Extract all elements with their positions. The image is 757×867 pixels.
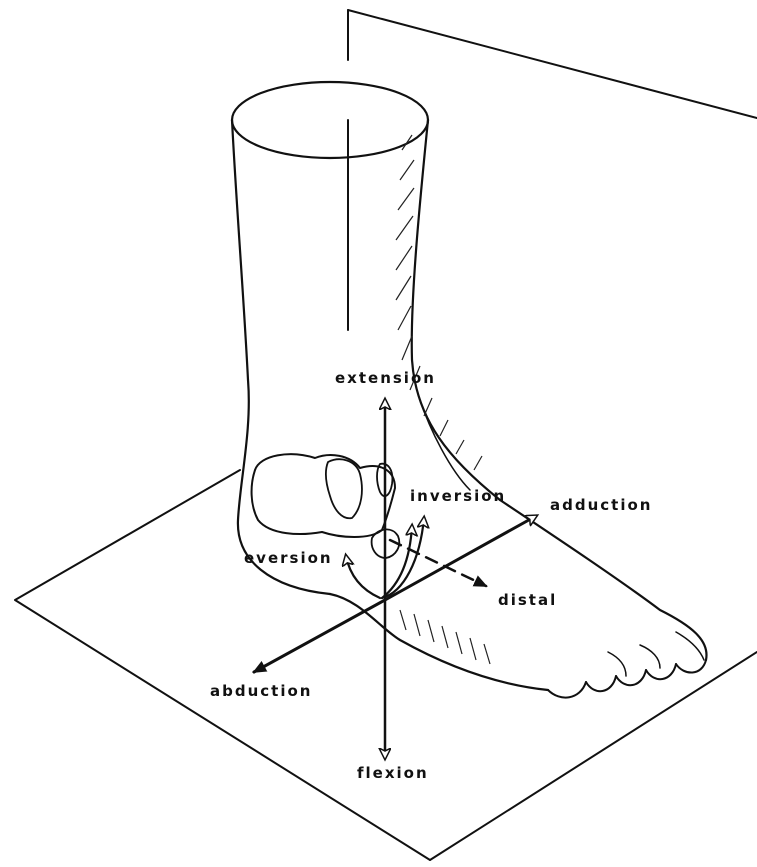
ankle-bones — [252, 454, 400, 558]
vertical-plane — [348, 10, 757, 330]
label-eversion: eversion — [244, 549, 333, 567]
label-abduction: abduction — [210, 682, 312, 700]
label-inversion: inversion — [410, 487, 506, 505]
label-extension: extension — [335, 369, 436, 387]
foot-outline — [232, 82, 707, 698]
transverse-axis — [254, 516, 536, 672]
label-adduction: adduction — [550, 496, 652, 514]
label-flexion: flexion — [357, 764, 429, 782]
label-distal: distal — [498, 591, 557, 609]
